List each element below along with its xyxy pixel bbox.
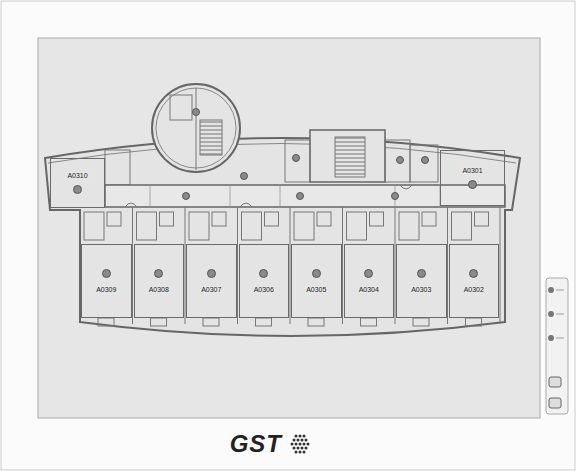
wall-line	[189, 212, 209, 240]
wall-line	[452, 212, 472, 240]
room-label: A0301	[461, 167, 483, 174]
room-box: A0309	[81, 244, 132, 318]
room-label: A0308	[148, 286, 170, 293]
detector-symbol	[293, 447, 296, 450]
room-box: A0303	[396, 244, 447, 318]
room-box: A0310	[50, 158, 105, 208]
brand-logo: GST	[230, 430, 282, 458]
room-box: A0307	[186, 244, 237, 318]
wall-line	[317, 212, 331, 226]
wall-line	[137, 212, 157, 240]
detector-symbol	[297, 447, 300, 450]
room-label: A0306	[253, 286, 275, 293]
detector-symbol	[392, 193, 399, 200]
room-box: A0306	[239, 244, 290, 318]
wall-line	[308, 318, 324, 326]
detector-symbol	[241, 173, 248, 180]
detector-symbol	[259, 269, 268, 278]
detector-symbol	[305, 439, 308, 442]
detector-symbol	[193, 109, 200, 116]
room-label: A0305	[305, 286, 327, 293]
detector-symbol	[305, 447, 308, 450]
wall-line	[242, 212, 262, 240]
wall-line	[370, 212, 384, 226]
detector-symbol	[73, 185, 82, 194]
room-label: A0309	[95, 286, 117, 293]
detector-symbol	[295, 443, 298, 446]
detector-symbol	[297, 193, 304, 200]
detector-symbol	[293, 439, 296, 442]
detector-symbol	[422, 157, 429, 164]
detector-symbol	[364, 269, 373, 278]
detector-symbol	[417, 269, 426, 278]
detector-symbol	[303, 435, 306, 438]
room-label: A0303	[410, 286, 432, 293]
wall-line	[84, 212, 104, 240]
detector-symbol	[468, 180, 477, 189]
room-box: A0308	[134, 244, 185, 318]
wall-line	[422, 212, 436, 226]
detector-symbol	[299, 451, 302, 454]
detector-symbol	[303, 451, 306, 454]
detector-symbol	[469, 269, 478, 278]
wall-line	[475, 212, 489, 226]
wall-line	[399, 212, 419, 240]
wall-line	[151, 318, 167, 326]
detector-symbol	[297, 439, 300, 442]
wall-line	[107, 212, 121, 226]
wall-line	[466, 318, 482, 326]
detector-symbol	[183, 193, 190, 200]
detector-symbol	[307, 443, 310, 446]
detector-symbol	[303, 443, 306, 446]
detector-symbol	[291, 443, 294, 446]
wall-line	[361, 318, 377, 326]
room-box: A0302	[449, 244, 500, 318]
detector-symbol	[295, 451, 298, 454]
detector-symbol	[299, 443, 302, 446]
room-label: A0310	[66, 172, 88, 179]
wall-line	[265, 212, 279, 226]
detector-symbol	[301, 447, 304, 450]
wall-line	[203, 318, 219, 326]
detector-symbol	[295, 435, 298, 438]
detector-symbol	[312, 269, 321, 278]
wall-line	[294, 212, 314, 240]
wall-line	[347, 212, 367, 240]
detector-symbol	[397, 157, 404, 164]
wall-line	[413, 318, 429, 326]
room-box: A0305	[291, 244, 342, 318]
room-label: A0304	[358, 286, 380, 293]
detector-symbol	[301, 439, 304, 442]
detector-symbol	[154, 269, 163, 278]
wall-line	[160, 212, 174, 226]
room-label: A0307	[200, 286, 222, 293]
detector-symbol	[207, 269, 216, 278]
wall-line	[256, 318, 272, 326]
room-label: A0302	[463, 286, 485, 293]
wall-line	[212, 212, 226, 226]
wall-line	[98, 318, 114, 326]
detector-symbol	[299, 435, 302, 438]
room-box: A0301	[440, 150, 505, 206]
room-box: A0304	[344, 244, 395, 318]
detector-symbol	[102, 269, 111, 278]
detector-symbol	[293, 155, 300, 162]
wall-line	[500, 207, 501, 324]
